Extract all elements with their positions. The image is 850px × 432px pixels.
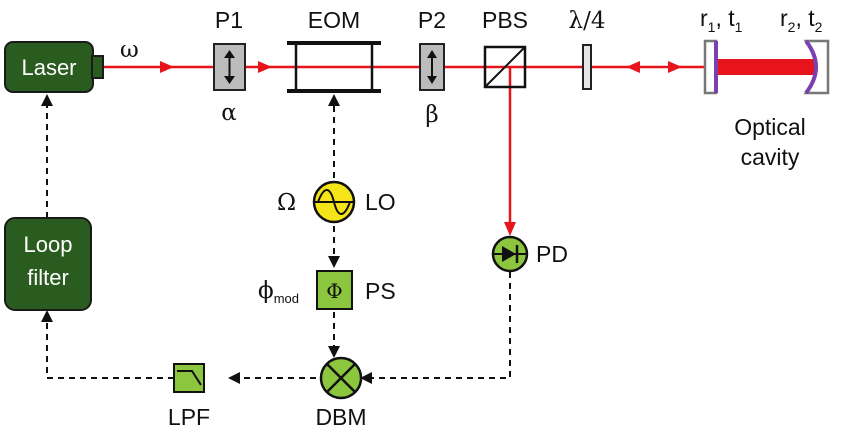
loop-filter-box: Loop filter	[4, 217, 92, 311]
lo-label: LO	[365, 189, 396, 215]
loop-filter-label-line1: Loop	[24, 232, 73, 257]
phase-shifter: Φ	[316, 270, 353, 310]
photodetector	[491, 235, 529, 273]
omega-label: ω	[120, 37, 139, 63]
signal-paths	[46, 102, 511, 379]
local-oscillator	[312, 180, 356, 224]
p2-label: P2	[418, 7, 446, 33]
low-pass-filter	[173, 363, 205, 393]
eom-label: EOM	[308, 7, 360, 33]
cavity-label-line1: Optical	[734, 114, 806, 140]
alpha-label: α	[221, 100, 237, 126]
mirror-m1	[703, 39, 718, 95]
ps-label: PS	[365, 278, 396, 304]
dbm-label: DBM	[315, 404, 366, 430]
quarter-wave-plate	[582, 44, 592, 90]
pd-label: PD	[536, 241, 568, 267]
beta-label: β	[425, 102, 438, 128]
polarizer-p1	[213, 43, 246, 91]
laser-beam	[103, 59, 816, 236]
qwp-label: λ/4	[569, 8, 606, 34]
pbs-cube	[483, 45, 527, 89]
signal-arrowheads	[41, 94, 372, 384]
lpf-label: LPF	[168, 404, 210, 430]
ps-symbol: Φ	[326, 279, 342, 303]
p1-label: P1	[215, 7, 243, 33]
laser-label: Laser	[21, 55, 76, 80]
polarizer-p2	[419, 43, 445, 91]
cavity-label-line2: cavity	[741, 144, 800, 170]
lo-freq-label: Ω	[277, 190, 296, 216]
phi-mod-label: ϕmod	[258, 278, 299, 306]
mirror-m2	[803, 39, 830, 95]
laser-box: Laser	[4, 41, 104, 93]
mixer-dbm	[319, 356, 363, 400]
mirror2-label: r2, t2	[780, 5, 823, 35]
mirror1-label: r1, t1	[700, 5, 743, 35]
pbs-label: PBS	[482, 7, 528, 33]
loop-filter-label-line2: filter	[27, 265, 69, 290]
eom	[287, 41, 381, 93]
